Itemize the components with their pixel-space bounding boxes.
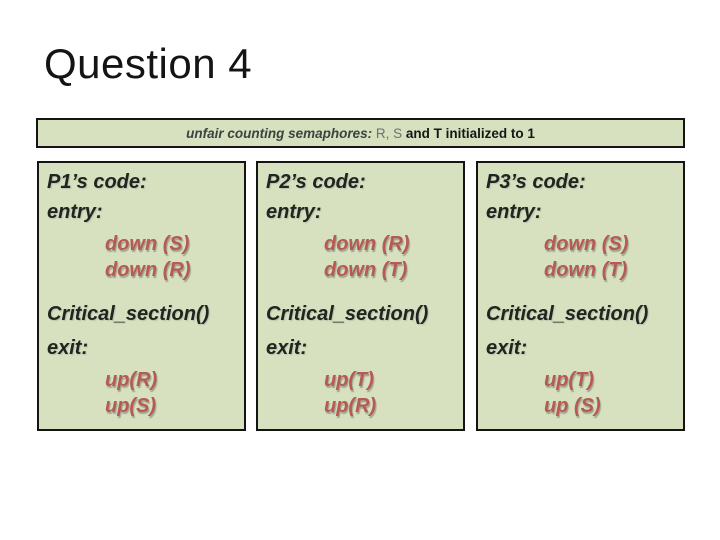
banner-text-italic: unfair counting semaphores: xyxy=(186,125,376,141)
entry-op: down (S) xyxy=(105,233,190,255)
codebox-p1-exit-ops: up(R) up(S) xyxy=(47,367,236,419)
codebox-p2: P2’s code: entry: down (R) down (T) Crit… xyxy=(256,161,465,431)
codebox-p2-entry-label: entry: xyxy=(266,201,322,223)
entry-op: down (T) xyxy=(324,259,408,281)
entry-op: down (R) xyxy=(324,233,410,255)
codebox-p3-title: P3’s code: xyxy=(486,171,586,193)
entry-op: down (R) xyxy=(105,259,191,281)
codebox-p3-exit-ops: up(T) up (S) xyxy=(486,367,675,419)
page-title: Question 4 xyxy=(44,40,253,87)
exit-op: up(R) xyxy=(105,369,158,391)
codebox-p2-exit-label: exit: xyxy=(266,337,308,359)
codebox-p3: P3’s code: entry: down (S) down (T) Crit… xyxy=(476,161,685,431)
entry-op: down (S) xyxy=(544,233,629,255)
exit-op: up(S) xyxy=(105,395,157,417)
codebox-p3-entry-label: entry: xyxy=(486,201,542,223)
codebox-p2-entry-ops: down (R) down (T) xyxy=(266,231,455,283)
codebox-p3-entry-ops: down (S) down (T) xyxy=(486,231,675,283)
entry-op: down (T) xyxy=(544,259,628,281)
codebox-p3-exit-label: exit: xyxy=(486,337,528,359)
codebox-p1: P1’s code: entry: down (S) down (R) Crit… xyxy=(37,161,246,431)
codebox-p1-critical-section: Critical_section() xyxy=(47,303,210,325)
banner-text-variables: R, S xyxy=(375,125,406,141)
codebox-p1-exit-label: exit: xyxy=(47,337,89,359)
banner: unfair counting semaphores: R, S and T i… xyxy=(36,118,685,148)
exit-op: up(T) xyxy=(324,369,374,391)
codebox-p2-exit-ops: up(T) up(R) xyxy=(266,367,455,419)
codebox-p2-title: P2’s code: xyxy=(266,171,366,193)
codebox-p2-critical-section: Critical_section() xyxy=(266,303,429,325)
exit-op: up(R) xyxy=(324,395,377,417)
exit-op: up (S) xyxy=(544,395,601,417)
banner-text-bold: and T initialized to 1 xyxy=(405,125,535,141)
exit-op: up(T) xyxy=(544,369,594,391)
codebox-p3-critical-section: Critical_section() xyxy=(486,303,649,325)
codebox-p1-entry-label: entry: xyxy=(47,201,103,223)
codebox-p1-title: P1’s code: xyxy=(47,171,147,193)
codebox-p1-entry-ops: down (S) down (R) xyxy=(47,231,236,283)
